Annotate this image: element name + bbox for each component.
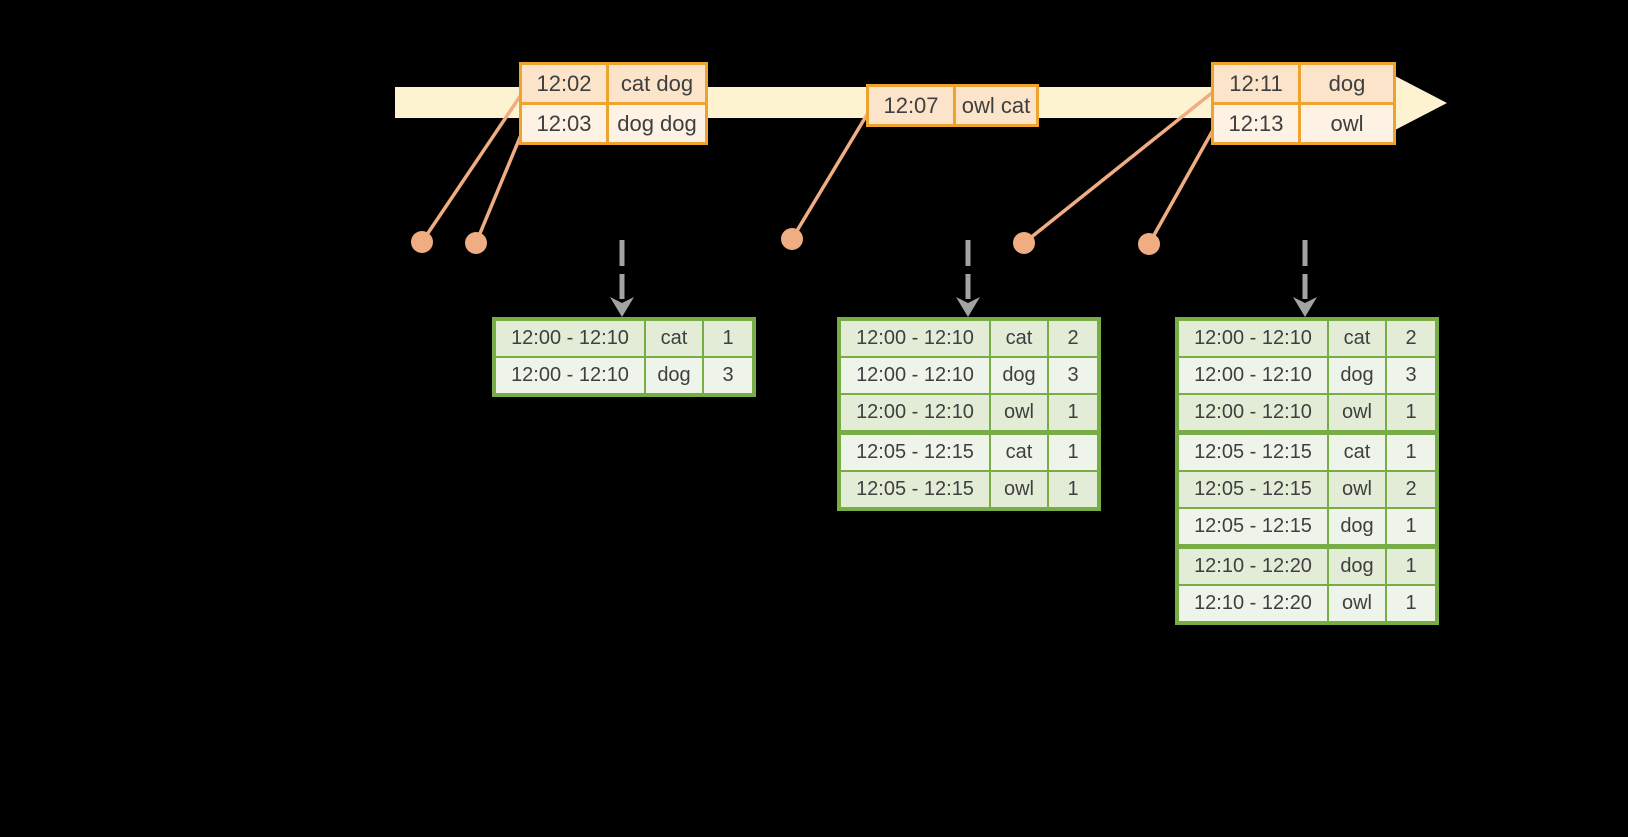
result-row: 12:00 - 12:10 dog 3 bbox=[493, 356, 755, 396]
result-row: 12:05 - 12:15 cat 1 bbox=[838, 430, 1100, 472]
result-row: 12:05 - 12:15 owl 2 bbox=[1176, 470, 1438, 509]
word-cell: dog bbox=[1327, 356, 1387, 395]
event-row: 12:07 owl cat bbox=[866, 84, 1039, 127]
window-cell: 12:05 - 12:15 bbox=[1176, 507, 1329, 548]
result-row: 12:10 - 12:20 owl 1 bbox=[1176, 584, 1438, 624]
window-cell: 12:00 - 12:10 bbox=[838, 318, 991, 358]
event-time-cell: 12:02 bbox=[519, 62, 609, 105]
word-cell: dog bbox=[644, 356, 704, 396]
connector-line bbox=[474, 129, 525, 244]
window-cell: 12:00 - 12:10 bbox=[838, 393, 991, 434]
word-cell: owl bbox=[1327, 470, 1387, 509]
event-dot-icon bbox=[465, 232, 487, 254]
window-cell: 12:00 - 12:10 bbox=[838, 356, 991, 395]
event-time-cell: 12:11 bbox=[1211, 62, 1301, 105]
window-cell: 12:05 - 12:15 bbox=[838, 430, 991, 472]
window-cell: 12:10 - 12:20 bbox=[1176, 584, 1329, 624]
result-row: 12:00 - 12:10 dog 3 bbox=[1176, 356, 1438, 395]
word-cell: owl bbox=[989, 470, 1049, 510]
word-cell: dog bbox=[1327, 507, 1387, 548]
word-cell: owl bbox=[1327, 393, 1387, 434]
result-row: 12:00 - 12:10 cat 2 bbox=[1176, 318, 1438, 358]
window-cell: 12:00 - 12:10 bbox=[1176, 356, 1329, 395]
count-cell: 2 bbox=[1047, 318, 1100, 358]
event-time-cell: 12:07 bbox=[866, 84, 956, 127]
window-cell: 12:05 - 12:15 bbox=[1176, 470, 1329, 509]
result-table-3: 12:00 - 12:10 cat 2 12:00 - 12:10 dog 3 … bbox=[1175, 317, 1439, 625]
word-cell: cat bbox=[989, 430, 1049, 472]
event-words-cell: cat dog bbox=[606, 62, 708, 105]
count-cell: 3 bbox=[1047, 356, 1100, 395]
window-cell: 12:00 - 12:10 bbox=[1176, 318, 1329, 358]
event-row: 12:02 cat dog bbox=[519, 62, 708, 105]
event-words-cell: dog bbox=[1298, 62, 1396, 105]
count-cell: 1 bbox=[1385, 584, 1438, 624]
count-cell: 1 bbox=[1385, 430, 1438, 472]
event-table-3: 12:11 dog 12:13 owl bbox=[1211, 62, 1396, 145]
result-table-2: 12:00 - 12:10 cat 2 12:00 - 12:10 dog 3 … bbox=[837, 317, 1101, 511]
window-cell: 12:00 - 12:10 bbox=[493, 318, 646, 358]
trigger-arrowhead-icon bbox=[610, 297, 634, 317]
count-cell: 2 bbox=[1385, 470, 1438, 509]
event-table-1: 12:02 cat dog 12:03 dog dog bbox=[519, 62, 708, 145]
word-cell: cat bbox=[1327, 430, 1387, 472]
word-cell: dog bbox=[989, 356, 1049, 395]
word-cell: owl bbox=[989, 393, 1049, 434]
timeline-arrowhead-icon bbox=[1395, 76, 1447, 130]
count-cell: 1 bbox=[1047, 393, 1100, 434]
trigger-arrowhead-icon bbox=[1293, 297, 1317, 317]
event-dot-icon bbox=[1013, 232, 1035, 254]
event-words-cell: owl cat bbox=[953, 84, 1039, 127]
word-cell: dog bbox=[1327, 544, 1387, 586]
count-cell: 1 bbox=[1047, 470, 1100, 510]
event-table-2: 12:07 owl cat bbox=[866, 84, 1039, 127]
result-row: 12:10 - 12:20 dog 1 bbox=[1176, 544, 1438, 586]
window-cell: 12:05 - 12:15 bbox=[1176, 430, 1329, 472]
count-cell: 2 bbox=[1385, 318, 1438, 358]
result-row: 12:00 - 12:10 cat 1 bbox=[493, 318, 755, 358]
connector-line bbox=[790, 112, 870, 240]
result-row: 12:05 - 12:15 cat 1 bbox=[1176, 430, 1438, 472]
event-words-cell: owl bbox=[1298, 102, 1396, 145]
result-row: 12:05 - 12:15 owl 1 bbox=[838, 470, 1100, 510]
result-row: 12:00 - 12:10 dog 3 bbox=[838, 356, 1100, 395]
word-cell: cat bbox=[989, 318, 1049, 358]
word-cell: owl bbox=[1327, 584, 1387, 624]
count-cell: 1 bbox=[1385, 544, 1438, 586]
count-cell: 1 bbox=[1385, 507, 1438, 548]
window-cell: 12:05 - 12:15 bbox=[838, 470, 991, 510]
event-row: 12:03 dog dog bbox=[519, 102, 708, 145]
count-cell: 3 bbox=[702, 356, 755, 396]
event-row: 12:13 owl bbox=[1211, 102, 1396, 145]
event-row: 12:11 dog bbox=[1211, 62, 1396, 105]
event-time-cell: 12:03 bbox=[519, 102, 609, 145]
count-cell: 3 bbox=[1385, 356, 1438, 395]
window-cell: 12:00 - 12:10 bbox=[1176, 393, 1329, 434]
event-time-cell: 12:13 bbox=[1211, 102, 1301, 145]
count-cell: 1 bbox=[1385, 393, 1438, 434]
count-cell: 1 bbox=[1047, 430, 1100, 472]
event-dot-icon bbox=[411, 231, 433, 253]
connector-line bbox=[1147, 129, 1215, 245]
result-table-1: 12:00 - 12:10 cat 1 12:00 - 12:10 dog 3 bbox=[492, 317, 756, 397]
event-dot-icon bbox=[781, 228, 803, 250]
result-row: 12:00 - 12:10 owl 1 bbox=[838, 393, 1100, 434]
window-cell: 12:10 - 12:20 bbox=[1176, 544, 1329, 586]
event-words-cell: dog dog bbox=[606, 102, 708, 145]
window-cell: 12:00 - 12:10 bbox=[493, 356, 646, 396]
count-cell: 1 bbox=[702, 318, 755, 358]
result-row: 12:00 - 12:10 owl 1 bbox=[1176, 393, 1438, 434]
result-row: 12:00 - 12:10 cat 2 bbox=[838, 318, 1100, 358]
result-row: 12:05 - 12:15 dog 1 bbox=[1176, 507, 1438, 548]
word-cell: cat bbox=[644, 318, 704, 358]
word-cell: cat bbox=[1327, 318, 1387, 358]
event-dot-icon bbox=[1138, 233, 1160, 255]
trigger-arrowhead-icon bbox=[956, 297, 980, 317]
